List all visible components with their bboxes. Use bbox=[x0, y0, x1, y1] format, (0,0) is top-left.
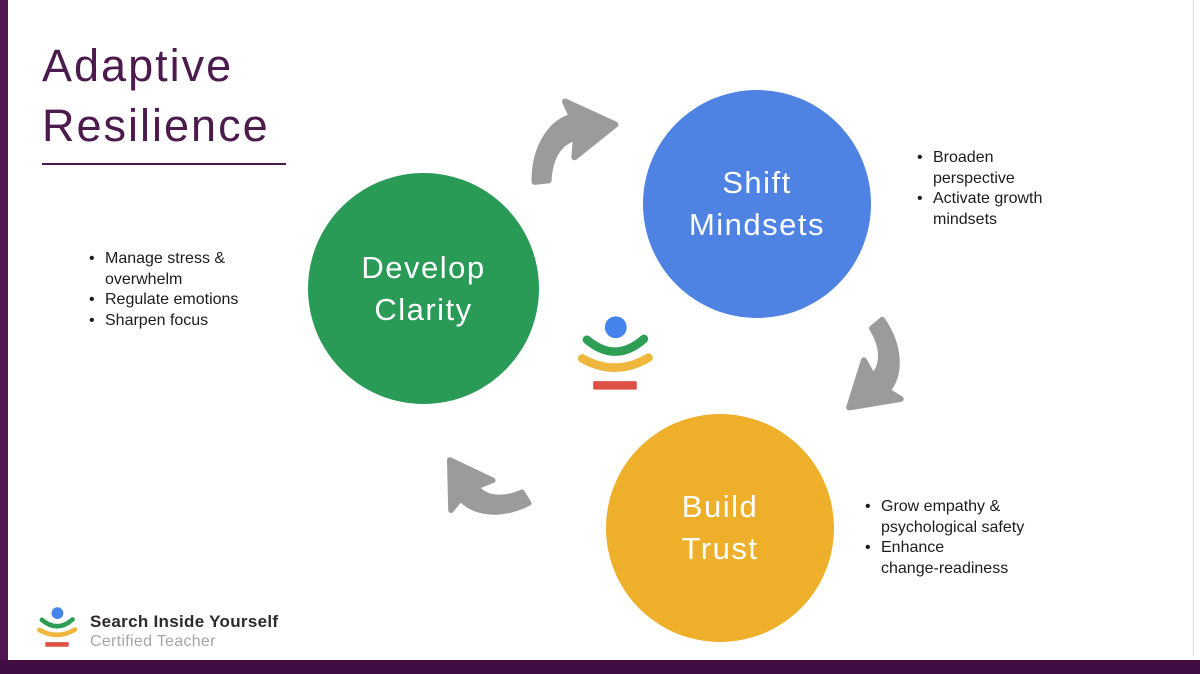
bottom-accent-bar bbox=[0, 660, 1200, 674]
left-accent-strip bbox=[0, 0, 8, 674]
bullet-line: mindsets bbox=[933, 210, 998, 228]
node-build-trust: Build Trust bbox=[606, 414, 834, 642]
list-item: Sharpen focus bbox=[88, 311, 238, 332]
list-item: Regulate emotions bbox=[88, 290, 238, 311]
title-line-2: Resilience bbox=[42, 100, 270, 151]
page-title: Adaptive Resilience bbox=[42, 36, 270, 156]
bullet-line: Manage stress & bbox=[105, 250, 226, 267]
list-item: Broaden perspective bbox=[916, 148, 1042, 189]
bullets-build-trust: Grow empathy & psychological safety Enha… bbox=[864, 497, 1024, 579]
node-label-line: Mindsets bbox=[688, 207, 826, 242]
bullet-line: change-readiness bbox=[881, 559, 1009, 577]
slide-right-edge bbox=[1193, 0, 1194, 656]
footer-subtitle: Certified Teacher bbox=[90, 633, 216, 650]
bullet-line: Sharpen focus bbox=[105, 311, 209, 329]
bullet-line: Regulate emotions bbox=[105, 291, 239, 308]
node-label-line: Develop bbox=[361, 249, 486, 285]
cycle-arrow-icon bbox=[418, 426, 539, 553]
title-underline bbox=[42, 163, 286, 165]
cycle-arrow-icon bbox=[514, 89, 631, 188]
node-label-line: Clarity bbox=[374, 291, 473, 327]
footer-brand: Search Inside Yourself bbox=[90, 612, 279, 631]
list-item: Enhance change-readiness bbox=[864, 538, 1024, 579]
bullets-shift-mindsets: Broaden perspective Activate growth mind… bbox=[916, 148, 1042, 230]
bullets-develop-clarity: Manage stress & overwhelm Regulate emoti… bbox=[88, 249, 238, 331]
node-develop-clarity: Develop Clarity bbox=[308, 173, 539, 404]
list-item: Grow empathy & psychological safety bbox=[864, 497, 1024, 538]
node-label-line: Build bbox=[681, 489, 759, 524]
bullet-line: Grow empathy & bbox=[881, 498, 1001, 515]
bullet-line: Activate growth bbox=[933, 190, 1043, 207]
list-item: Activate growth mindsets bbox=[916, 189, 1042, 230]
bullet-line: Broaden bbox=[933, 149, 994, 166]
bullet-line: overwhelm bbox=[105, 270, 183, 288]
list-item: Manage stress & overwhelm bbox=[88, 249, 238, 290]
node-shift-mindsets: Shift Mindsets bbox=[643, 90, 871, 318]
bullet-line: perspective bbox=[933, 169, 1015, 187]
node-label-line: Trust bbox=[681, 531, 759, 566]
node-label-line: Shift bbox=[722, 165, 792, 200]
cycle-arrow-icon bbox=[812, 311, 940, 437]
title-line-1: Adaptive bbox=[42, 40, 234, 91]
siy-logo-icon bbox=[574, 314, 656, 392]
siy-footer-logo-icon bbox=[36, 604, 78, 650]
bullet-line: psychological safety bbox=[881, 518, 1025, 536]
bullet-line: Enhance bbox=[881, 539, 945, 556]
